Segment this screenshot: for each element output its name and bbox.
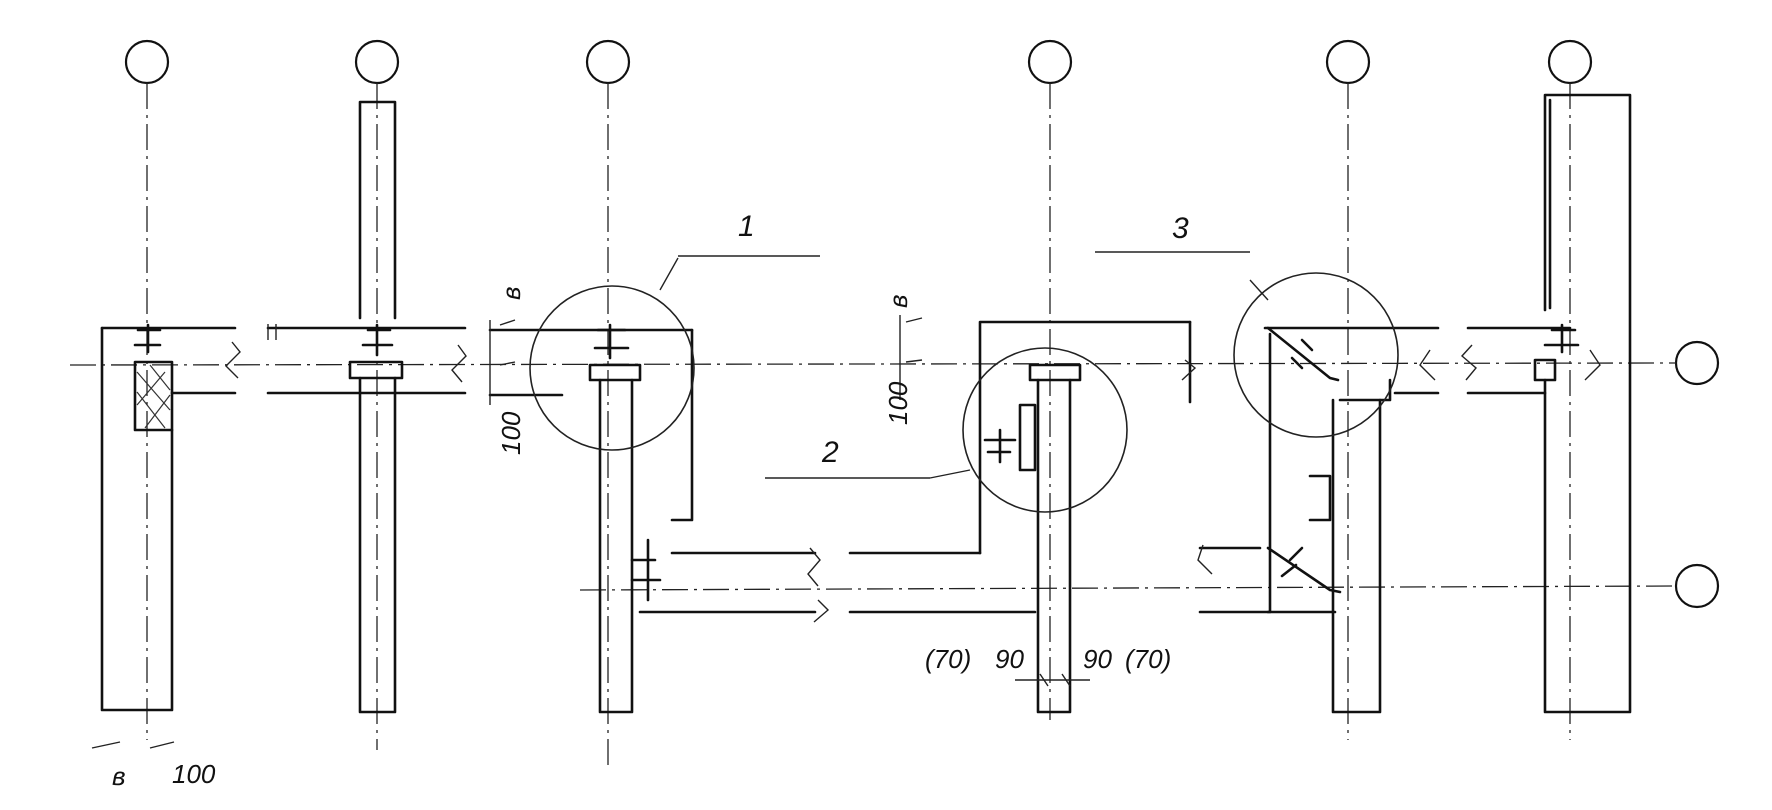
- axis-bubble: [1547, 39, 1593, 85]
- dimension-lines: [489, 315, 1090, 687]
- dim-label-70-right: (70): [1125, 644, 1171, 674]
- detail-circle-1: [529, 285, 695, 451]
- axis-bubble: [1027, 39, 1073, 85]
- detail-circle-2: [962, 347, 1128, 513]
- callout-label-2: 2: [821, 436, 839, 469]
- dim-label-90-right: 90: [1083, 644, 1112, 674]
- vertical-axes: [146, 83, 1571, 765]
- callout-label-1: 1: [738, 210, 755, 243]
- axis-bubble: [1674, 563, 1720, 609]
- axis-bubble: [354, 39, 400, 85]
- wall-column-4: [765, 320, 1197, 714]
- dim-label-b-left: в: [496, 286, 526, 300]
- axis-bubbles-top: [124, 39, 1593, 85]
- dim-label-100-mid: 100: [883, 381, 913, 425]
- axis-bubble: [1674, 340, 1720, 386]
- wall-column-5: [1095, 251, 1440, 714]
- wall-column-3: [488, 255, 830, 714]
- axis-bubble: [585, 39, 631, 85]
- axis-bubble: [124, 39, 170, 85]
- dim-label-70-left: (70): [925, 644, 971, 674]
- dim-label-b-mid: в: [883, 294, 913, 308]
- axis-bubbles-right: [1674, 340, 1720, 609]
- labels: 1 2 3 в 100 в 100 (70) 90 90 (70) в 100: [112, 210, 1189, 791]
- wall-column-2: [266, 100, 467, 714]
- dim-label-100-left: 100: [496, 411, 526, 455]
- wall-column-6: [1460, 93, 1632, 714]
- detail-circle-3: [1233, 272, 1399, 438]
- callout-label-3: 3: [1172, 212, 1189, 245]
- wall-column-1: [91, 323, 241, 749]
- dim-label-90-left: 90: [995, 644, 1024, 674]
- horizontal-axes: [69, 362, 1677, 591]
- dim-label-b-bottom: в: [112, 761, 126, 791]
- dim-label-100-bottom: 100: [172, 759, 216, 789]
- axis-bubble: [1325, 39, 1371, 85]
